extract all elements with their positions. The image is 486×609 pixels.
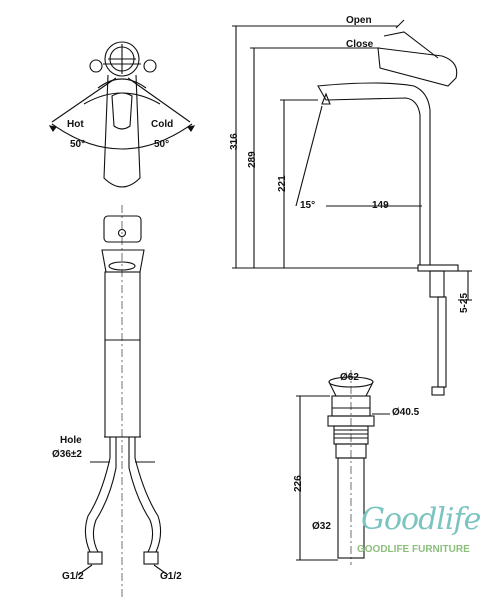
open-label: Open	[346, 15, 372, 26]
dim-15deg-label: 15°	[300, 200, 316, 211]
hole-dia-label: Ø36±2	[52, 449, 82, 460]
side-view	[232, 19, 472, 396]
dim-149-label: 149	[372, 200, 389, 211]
hole-label: Hole	[60, 435, 82, 446]
close-label: Close	[346, 39, 374, 50]
front-view	[77, 205, 169, 600]
angle-left-label: 50°	[70, 139, 86, 150]
dia-40-5-label: Ø40.5	[392, 407, 420, 418]
top-view	[48, 41, 196, 188]
angle-right-label: 50°	[154, 139, 170, 150]
dim-316-label: 316	[229, 133, 240, 150]
drain-view	[296, 370, 390, 565]
dim-289-label: 289	[247, 151, 258, 168]
dia-32-label: Ø32	[312, 521, 331, 532]
dim-5-25-label: 5-25	[459, 292, 470, 313]
logo-subtitle: GOODLIFE FURNITURE	[357, 544, 470, 555]
goodlife-logo: Goodlife GOODLIFE FURNITURE	[355, 500, 481, 562]
cold-label: Cold	[151, 119, 174, 130]
inlet-left-label: G1/2	[62, 571, 84, 582]
inlet-right-label: G1/2	[160, 571, 182, 582]
dia-62-label: Ø62	[340, 372, 359, 383]
logo-wordmark: Goodlife	[361, 502, 481, 537]
dim-221-label: 221	[277, 175, 288, 192]
hot-label: Hot	[67, 119, 84, 130]
dim-226-label: 226	[293, 475, 304, 492]
